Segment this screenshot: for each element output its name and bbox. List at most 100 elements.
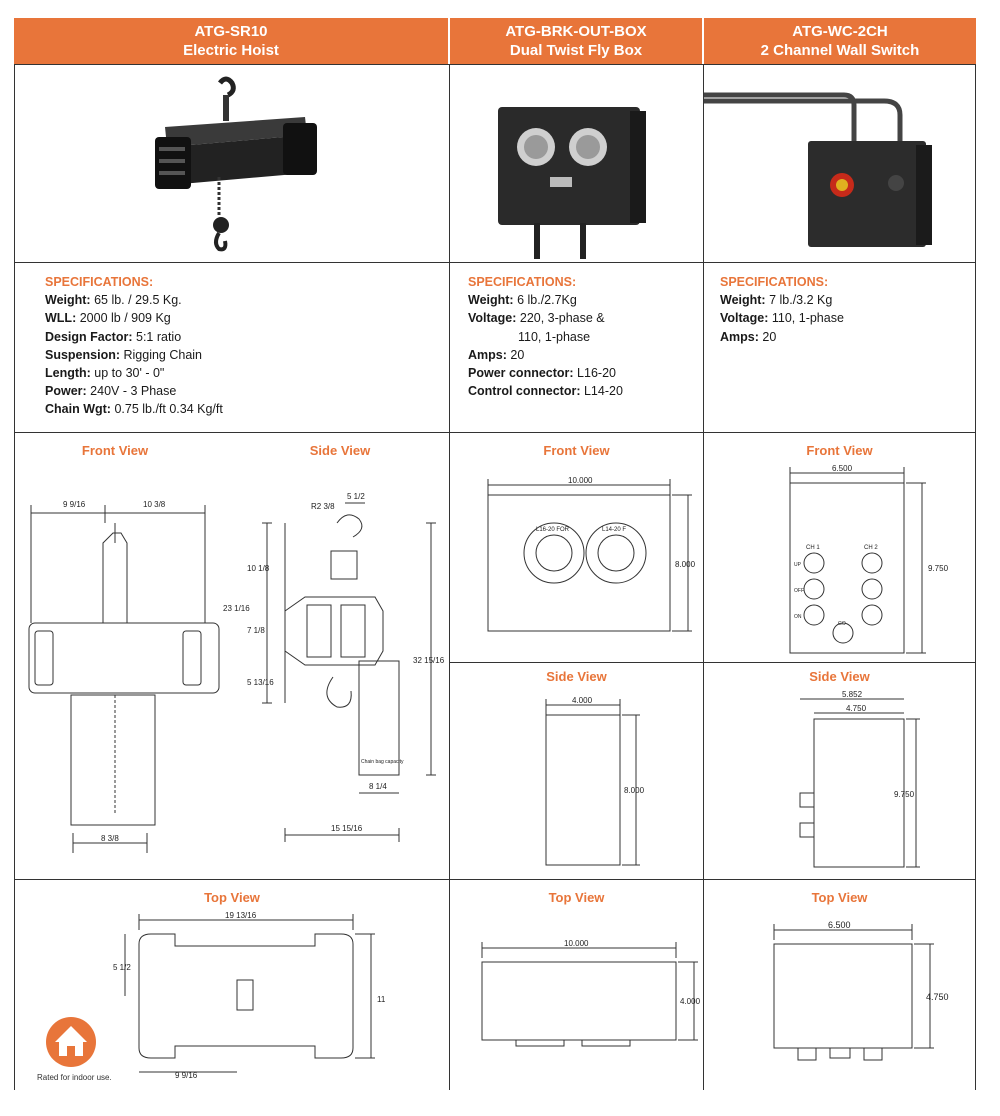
hoist-drawing: 9 9/16 10 3/8 8 3/8 5 1/2 R2 3/8 10 1/8 …: [28, 492, 445, 853]
dim-text: 7 1/8: [247, 626, 265, 635]
wall-switch-front-view: Front View 6.500 9.750 CH 1 CH 2 UP OFF …: [703, 433, 976, 663]
svg-text:9.750: 9.750: [928, 564, 949, 573]
spec-row: Design Factor: 5:1 ratio: [45, 329, 182, 344]
spec-row: Length: up to 30' - 0": [45, 366, 165, 381]
svg-text:19 13/16: 19 13/16: [225, 911, 257, 920]
fly-box-top-drawing: 10.000 4.000: [481, 939, 701, 1047]
spec-row: Power connector: L16-20: [468, 366, 616, 381]
specs-hoist: SPECIFICATIONS: Weight: 65 lb. / 29.5 Kg…: [14, 263, 449, 433]
wall-switch-side-drawing: 5.852 4.750 9.750: [799, 690, 920, 868]
side-view-title: Side View: [309, 443, 371, 458]
header-hoist: ATG-SR10 Electric Hoist: [14, 18, 448, 64]
fly-box-top-view: Top View 10.000 4.000: [449, 880, 703, 1090]
model-name: ATG-WC-2CH: [792, 23, 888, 40]
svg-text:8.000: 8.000: [624, 786, 645, 795]
photo-hoist: [14, 64, 449, 263]
front-view-title: Front View: [81, 443, 149, 458]
svg-text:8.000: 8.000: [675, 560, 696, 569]
chain-bag-label: Chain bag capacity: [361, 759, 404, 765]
side-view-title: Side View: [809, 669, 870, 684]
fly-box-side-drawing: 4.000 8.000: [545, 696, 645, 866]
spec-row: Weight: 7 lb./3.2 Kg: [720, 293, 833, 308]
svg-text:5 1/2: 5 1/2: [113, 963, 131, 972]
specs-title: SPECIFICATIONS:: [468, 275, 577, 289]
spec-row: Amps: 20: [468, 347, 525, 362]
svg-text:UP: UP: [794, 562, 802, 568]
svg-text:10.000: 10.000: [568, 476, 593, 485]
fly-box-front-view: Front View 10.000 8.000 L16-20 FOR L14-2…: [449, 433, 703, 663]
spec-row: Chain Wgt: 0.75 lb./ft 0.34 Kg/ft: [45, 402, 223, 417]
spec-row: Suspension: Rigging Chain: [45, 347, 203, 362]
dim-text: 8 1/4: [369, 782, 387, 791]
hoist-top-view: Top View 19 13/16 11 5 1/2 9 9/16 Rated …: [14, 880, 449, 1090]
svg-text:4.000: 4.000: [572, 696, 593, 705]
spec-row: WLL: 2000 lb / 909 Kg: [45, 311, 171, 326]
svg-text:4.750: 4.750: [926, 992, 949, 1002]
svg-text:6.500: 6.500: [832, 464, 853, 473]
wall-switch-top-drawing: 6.500 4.750: [773, 920, 949, 1061]
svg-text:10.000: 10.000: [564, 939, 589, 948]
home-icon: [46, 1017, 96, 1067]
dim-text: 9 9/16: [63, 500, 86, 509]
dim-text: 10 1/8: [247, 564, 270, 573]
side-view-title: Side View: [546, 669, 607, 684]
dim-text: 23 1/16: [223, 604, 250, 613]
model-name: ATG-SR10: [194, 23, 268, 40]
svg-text:ON: ON: [794, 614, 802, 620]
svg-text:CH 2: CH 2: [864, 545, 878, 551]
spec-row: Power: 240V - 3 Phase: [45, 384, 177, 399]
header-wall-switch: ATG-WC-2CH 2 Channel Wall Switch: [704, 18, 976, 64]
product-name: Dual Twist Fly Box: [509, 42, 643, 59]
spec-row: Weight: 65 lb. / 29.5 Kg.: [45, 293, 182, 308]
dim-text: 5 1/2: [347, 492, 365, 501]
specs-title: SPECIFICATIONS:: [45, 275, 154, 289]
dim-text: 15 15/16: [331, 824, 363, 833]
spec-row: Amps: 20: [720, 329, 777, 344]
product-name: Electric Hoist: [183, 42, 279, 59]
spec-row: Voltage: 220, 3-phase &: [468, 311, 605, 326]
fly-box-front-drawing: 10.000 8.000 L16-20 FOR L14-20 F: [487, 476, 696, 632]
svg-text:4.750: 4.750: [846, 704, 867, 713]
svg-text:11: 11: [377, 995, 386, 1004]
photo-wall-switch: [703, 64, 976, 263]
front-view-title: Front View: [543, 443, 610, 458]
top-view-title: Top View: [811, 890, 868, 905]
svg-text:5.852: 5.852: [842, 690, 863, 699]
indoor-use-label: Rated for indoor use.: [37, 1073, 112, 1082]
fly-box-side-view: Side View 4.000 8.000: [449, 663, 703, 880]
top-view-title: Top View: [204, 890, 260, 905]
spec-row: Control connector: L14-20: [468, 384, 623, 399]
specs-title: SPECIFICATIONS:: [720, 275, 829, 289]
product-name: 2 Channel Wall Switch: [760, 42, 920, 59]
hoist-top-drawing: 19 13/16 11 5 1/2 9 9/16 Rated for indoo…: [37, 911, 386, 1082]
svg-text:6.500: 6.500: [828, 920, 851, 930]
dim-text: 32 15/16: [413, 656, 445, 665]
photo-fly-box: [449, 64, 703, 263]
model-name: ATG-BRK-OUT-BOX: [505, 23, 647, 40]
svg-text:4.000: 4.000: [680, 997, 701, 1006]
svg-text:OFF: OFF: [794, 588, 804, 594]
svg-text:9 9/16: 9 9/16: [175, 1071, 198, 1080]
top-view-title: Top View: [548, 890, 605, 905]
spec-sheet: ATG-SR10 Electric Hoist ATG-BRK-OUT-BOX …: [14, 18, 976, 1090]
spec-row: Weight: 6 lb./2.7Kg: [468, 293, 577, 308]
svg-text:CH 1: CH 1: [806, 545, 820, 551]
specs-fly-box: SPECIFICATIONS: Weight: 6 lb./2.7Kg Volt…: [449, 263, 703, 433]
svg-text:9.750: 9.750: [894, 790, 915, 799]
dim-text: R2 3/8: [311, 502, 335, 511]
wall-switch-top-view: Top View 6.500 4.750: [703, 880, 976, 1090]
wall-switch-side-view: Side View 5.852 4.750 9.750: [703, 663, 976, 880]
svg-text:L14-20 F: L14-20 F: [602, 527, 626, 533]
svg-text:L16-20 FOR: L16-20 FOR: [536, 527, 570, 533]
svg-text:GO: GO: [838, 621, 846, 627]
wall-switch-front-drawing: 6.500 9.750 CH 1 CH 2 UP OFF ON GO: [789, 464, 949, 654]
front-view-title: Front View: [806, 443, 873, 458]
hoist-front-side-views: Front View Side View: [14, 433, 449, 880]
dim-text: 5 13/16: [247, 678, 274, 687]
dim-text: 8 3/8: [101, 834, 119, 843]
spec-row: 110, 1-phase: [518, 329, 591, 344]
spec-row: Voltage: 110, 1-phase: [720, 311, 844, 326]
specs-wall-switch: SPECIFICATIONS: Weight: 7 lb./3.2 Kg Vol…: [703, 263, 976, 433]
dim-text: 10 3/8: [143, 500, 166, 509]
header-fly-box: ATG-BRK-OUT-BOX Dual Twist Fly Box: [450, 18, 702, 64]
